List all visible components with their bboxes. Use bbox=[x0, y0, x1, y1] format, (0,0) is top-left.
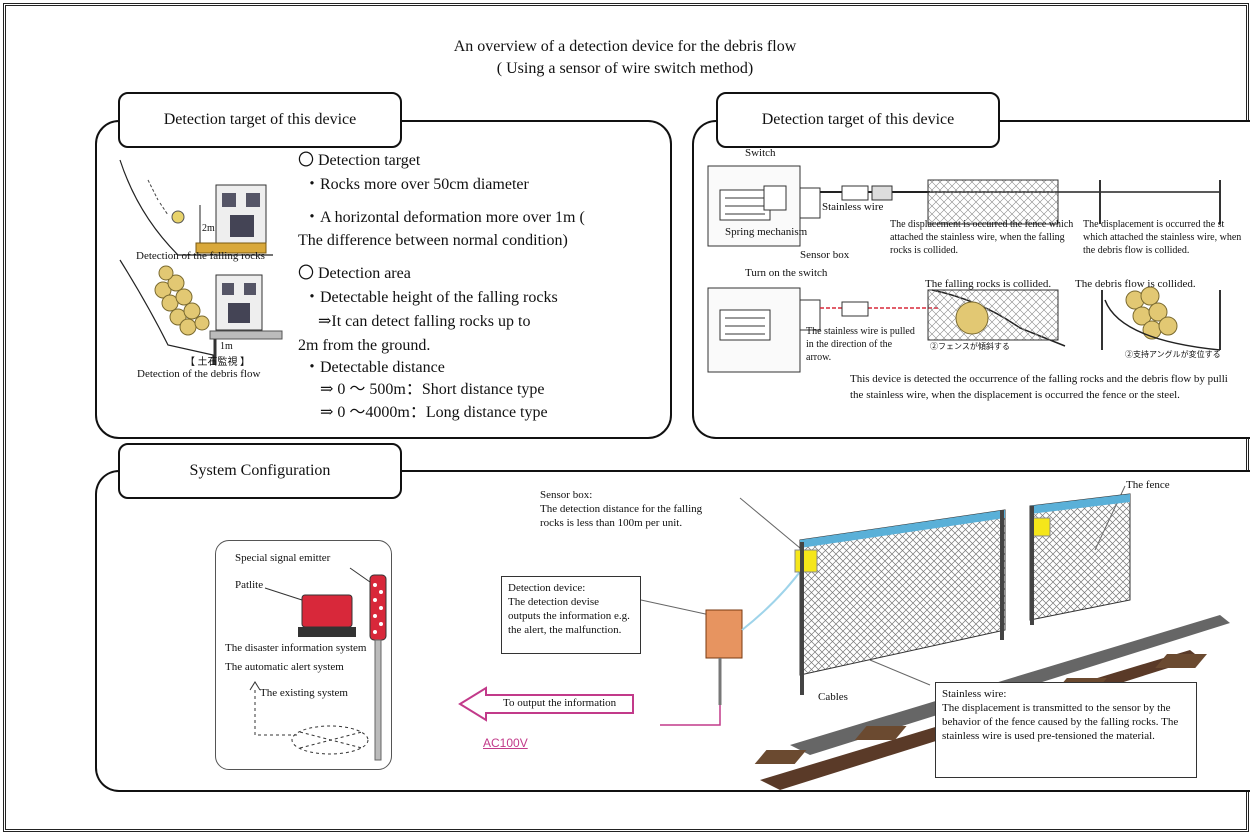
label-debris-collided: The debris flow is collided. bbox=[1075, 277, 1196, 291]
device-note-line1: This device is detected the occurrence o… bbox=[850, 372, 1245, 386]
caption-falling-rocks: Detection of the falling rocks bbox=[136, 249, 265, 263]
area-height-detail: ⇒It can detect falling rocks up to bbox=[318, 309, 530, 335]
label-2m: 2m bbox=[202, 222, 215, 235]
label-disaster-info-system: The disaster information system bbox=[225, 641, 366, 655]
diagram-subtitle: ( Using a sensor of wire switch method) bbox=[0, 60, 1250, 78]
device-note-line2: the stainless wire, when the displacemen… bbox=[850, 388, 1180, 402]
note-fence-displacement: The displacement is occurred the fence w… bbox=[890, 218, 1080, 257]
label-cables: Cables bbox=[818, 690, 848, 704]
label-spring-mechanism: Spring mechanism bbox=[725, 225, 807, 239]
stainless-wire-text: The displacement is transmitted to the s… bbox=[942, 701, 1190, 743]
detection-device-title: Detection device: bbox=[508, 581, 634, 595]
detection-illustration bbox=[118, 155, 283, 385]
label-auto-alert-system: The automatic alert system bbox=[225, 660, 344, 674]
target-deformation-cont: The difference between normal condition) bbox=[298, 228, 568, 254]
label-sensor-box: Sensor box bbox=[800, 248, 849, 262]
detection-device-callout: Detection device: The detection devise o… bbox=[501, 576, 641, 654]
label-1m: 1m bbox=[220, 340, 233, 353]
note-wire-pulled: The stainless wire is pulled in the dire… bbox=[806, 325, 916, 364]
label-turn-on-switch: Turn on the switch bbox=[745, 266, 827, 280]
diagram-title: An overview of a detection device for th… bbox=[0, 38, 1250, 56]
label-output-information: To output the information bbox=[503, 696, 616, 710]
note-steel-displacement: The displacement is occurred the st whic… bbox=[1083, 218, 1248, 257]
right-panel-tab: Detection target of this device bbox=[716, 92, 1000, 148]
stainless-wire-title: Stainless wire: bbox=[942, 687, 1190, 701]
target-rocks-size: ・Rocks more over 50cm diameter bbox=[304, 172, 529, 198]
label-jp-fence: ②フェンスが傾斜する bbox=[930, 340, 1010, 353]
caption-debris-flow: Detection of the debris flow bbox=[137, 367, 260, 381]
area-height: ・Detectable height of the falling rocks bbox=[304, 285, 558, 311]
label-stainless-wire: Stainless wire bbox=[822, 200, 883, 214]
sensor-box-text: The detection distance for the falling r… bbox=[540, 502, 725, 530]
label-rocks-collided: The falling rocks is collided. bbox=[925, 277, 1051, 291]
sensor-box-callout: Sensor box: The detection distance for t… bbox=[540, 488, 725, 530]
detection-target-heading: 〇 Detection target bbox=[298, 148, 420, 174]
label-jp-angle: ②支持アングルが変位する bbox=[1125, 348, 1221, 361]
label-existing-system: The existing system bbox=[260, 686, 348, 700]
distance-long: ⇒ 0 〜4000m：Long distance type bbox=[320, 400, 548, 426]
detection-area-heading: 〇 Detection area bbox=[298, 261, 411, 287]
sensor-box-title: Sensor box: bbox=[540, 488, 725, 502]
label-the-fence: The fence bbox=[1126, 478, 1170, 492]
label-ac100v: AC100V bbox=[483, 736, 528, 750]
stainless-wire-callout: Stainless wire: The displacement is tran… bbox=[935, 682, 1197, 778]
detection-device-text: The detection devise outputs the informa… bbox=[508, 595, 634, 637]
system-configuration-tab: System Configuration bbox=[118, 443, 402, 499]
label-switch: Switch bbox=[745, 146, 776, 160]
left-panel-tab: Detection target of this device bbox=[118, 92, 402, 148]
